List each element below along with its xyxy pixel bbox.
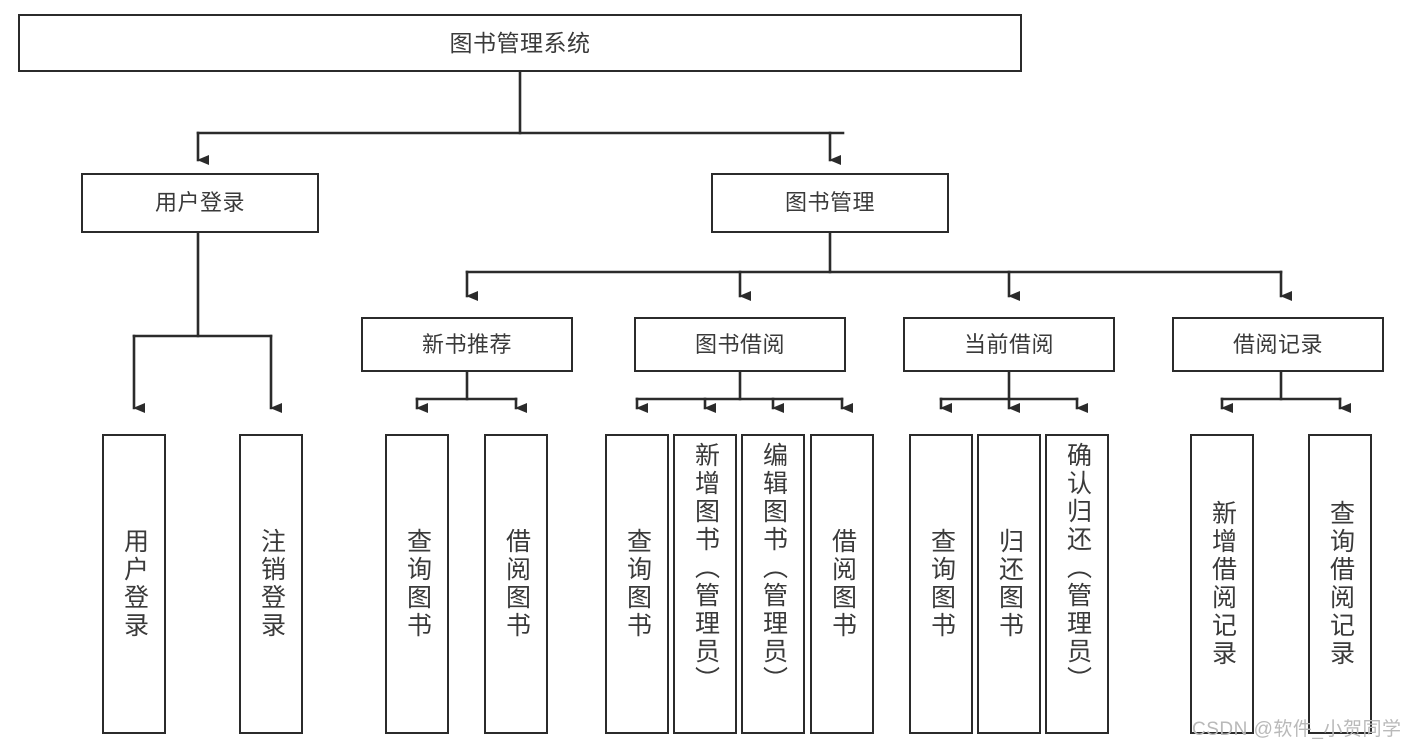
node-current-borrow[interactable]: 当前借阅 xyxy=(903,317,1115,372)
node-leaf-add-record-label: 新增借阅记录 xyxy=(1208,500,1237,668)
node-leaf-add-record[interactable]: 新增借阅记录 xyxy=(1190,434,1254,734)
node-book-manage[interactable]: 图书管理 xyxy=(711,173,949,233)
node-leaf-borrow-book-2[interactable]: 借阅图书 xyxy=(810,434,874,734)
node-leaf-edit-book[interactable]: 编辑图书（管理员） xyxy=(741,434,805,734)
node-book-borrow[interactable]: 图书借阅 xyxy=(634,317,846,372)
node-leaf-query-book-3[interactable]: 查询图书 xyxy=(909,434,973,734)
node-new-book-rec-label: 新书推荐 xyxy=(421,331,512,357)
node-leaf-query-record[interactable]: 查询借阅记录 xyxy=(1308,434,1372,734)
node-leaf-user-logout[interactable]: 注销登录 xyxy=(239,434,303,734)
node-leaf-add-book[interactable]: 新增图书（管理员） xyxy=(673,434,737,734)
node-book-manage-label: 图书管理 xyxy=(784,190,875,216)
node-book-borrow-label: 图书借阅 xyxy=(694,331,785,357)
node-leaf-query-book-3-label: 查询图书 xyxy=(927,528,956,640)
node-user-login-label: 用户登录 xyxy=(154,190,245,216)
node-leaf-return-book-label: 归还图书 xyxy=(995,528,1024,640)
node-user-login[interactable]: 用户登录 xyxy=(81,173,319,233)
node-leaf-confirm-return-label: 确认归还（管理员） xyxy=(1063,442,1092,694)
node-leaf-query-book-1-label: 查询图书 xyxy=(403,528,432,640)
node-new-book-rec[interactable]: 新书推荐 xyxy=(361,317,573,372)
node-leaf-query-record-label: 查询借阅记录 xyxy=(1326,500,1355,668)
node-root[interactable]: 图书管理系统 xyxy=(18,14,1022,72)
node-root-label: 图书管理系统 xyxy=(449,29,591,56)
node-leaf-query-book-1[interactable]: 查询图书 xyxy=(385,434,449,734)
node-leaf-user-login[interactable]: 用户登录 xyxy=(102,434,166,734)
csdn-watermark: CSDN @软件_小贺同学 xyxy=(1192,719,1402,740)
node-leaf-edit-book-label: 编辑图书（管理员） xyxy=(759,442,788,694)
node-leaf-borrow-book-1[interactable]: 借阅图书 xyxy=(484,434,548,734)
node-leaf-user-logout-label: 注销登录 xyxy=(257,528,286,640)
node-leaf-borrow-book-2-label: 借阅图书 xyxy=(828,528,857,640)
node-current-borrow-label: 当前借阅 xyxy=(963,331,1054,357)
node-borrow-record[interactable]: 借阅记录 xyxy=(1172,317,1384,372)
node-leaf-user-login-label: 用户登录 xyxy=(120,528,149,640)
node-leaf-confirm-return[interactable]: 确认归还（管理员） xyxy=(1045,434,1109,734)
node-borrow-record-label: 借阅记录 xyxy=(1232,331,1323,357)
node-leaf-borrow-book-1-label: 借阅图书 xyxy=(502,528,531,640)
node-leaf-add-book-label: 新增图书（管理员） xyxy=(691,442,720,694)
node-leaf-query-book-2[interactable]: 查询图书 xyxy=(605,434,669,734)
node-leaf-return-book[interactable]: 归还图书 xyxy=(977,434,1041,734)
node-leaf-query-book-2-label: 查询图书 xyxy=(623,528,652,640)
